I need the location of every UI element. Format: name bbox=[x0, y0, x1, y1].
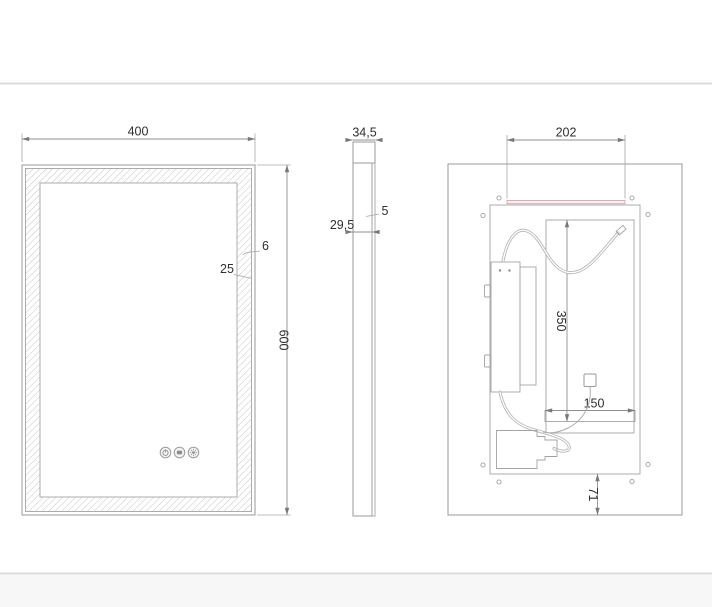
dim-panel-height: 350 bbox=[554, 219, 570, 422]
screw-hole bbox=[480, 212, 486, 219]
terminal-dot bbox=[498, 269, 502, 272]
side-view: 34,5 5 29,5 bbox=[330, 126, 389, 517]
top-cap-profile bbox=[352, 141, 376, 164]
leader-line bbox=[246, 250, 261, 253]
dim-label-glass-thickness: 5 bbox=[382, 204, 389, 218]
sensor-wire bbox=[542, 386, 591, 434]
screw-hole bbox=[496, 195, 502, 201]
dim-led-strip: 202 bbox=[506, 126, 626, 199]
dim-label-led-strip: 202 bbox=[556, 126, 577, 140]
leader-line bbox=[365, 213, 380, 217]
dim-front-height: 600 bbox=[257, 164, 291, 516]
led-strip bbox=[506, 200, 626, 205]
dim-label-frame-band: 25 bbox=[220, 262, 234, 276]
bracket-bar bbox=[544, 410, 636, 422]
driver-box bbox=[490, 261, 521, 393]
terminal-dot bbox=[508, 269, 511, 272]
driver-cover bbox=[519, 266, 537, 386]
back-panel bbox=[489, 204, 641, 475]
glass-strip bbox=[371, 162, 376, 517]
dim-label-bracket-width: 150 bbox=[584, 397, 605, 411]
footer-strip bbox=[0, 575, 712, 607]
dim-label-front-height: 600 bbox=[277, 330, 291, 351]
dim-label-panel-height: 350 bbox=[554, 311, 568, 332]
mounting-tab bbox=[484, 284, 492, 298]
screw-hole bbox=[629, 478, 635, 485]
power-cable bbox=[501, 224, 627, 275]
mirror-surface bbox=[39, 182, 238, 498]
band-outer-edge bbox=[25, 168, 252, 512]
screw-hole bbox=[496, 479, 502, 485]
dim-label-side-thickness: 34,5 bbox=[352, 126, 376, 140]
dim-side-body: 29,5 bbox=[330, 218, 380, 235]
front-view: 400 600 6 25 bbox=[21, 125, 291, 516]
dim-label-frame-edge: 6 bbox=[262, 239, 269, 253]
supply-cable bbox=[498, 390, 571, 453]
dim-side-thickness: 34,5 bbox=[345, 126, 383, 143]
leader-frame-edge: 6 bbox=[242, 239, 269, 255]
leader-glass-thickness: 5 bbox=[365, 204, 389, 218]
screw-hole bbox=[480, 462, 486, 468]
power-icon bbox=[159, 446, 172, 459]
dim-bottom-offset: 71 bbox=[586, 473, 600, 516]
screw-holes bbox=[480, 195, 651, 485]
back-outline bbox=[447, 163, 683, 516]
touch-buttons bbox=[159, 446, 200, 459]
back-view: 202 150 350 bbox=[447, 126, 683, 516]
mounting-bracket: 150 bbox=[544, 397, 636, 422]
leader-tick bbox=[242, 252, 248, 255]
screw-hole bbox=[645, 211, 651, 218]
led-panel-frame bbox=[545, 219, 635, 434]
dim-label-side-body: 29,5 bbox=[330, 218, 354, 232]
screw-hole bbox=[645, 461, 651, 468]
leader-frame-band: 25 bbox=[220, 262, 253, 279]
junction-connector bbox=[496, 430, 558, 469]
dim-label-front-width: 400 bbox=[128, 125, 149, 139]
frosted-led-band bbox=[25, 168, 252, 512]
screw-hole bbox=[629, 195, 635, 201]
mirror-outline bbox=[21, 164, 256, 516]
cable-terminal bbox=[615, 224, 627, 236]
brightness-icon bbox=[187, 446, 200, 459]
mounting-tab bbox=[484, 354, 492, 368]
demist-icon bbox=[173, 446, 186, 459]
cable-clip bbox=[583, 373, 597, 387]
dim-front-width: 400 bbox=[21, 125, 256, 162]
leader-line bbox=[233, 274, 253, 279]
dim-label-bottom-offset: 71 bbox=[586, 488, 600, 502]
